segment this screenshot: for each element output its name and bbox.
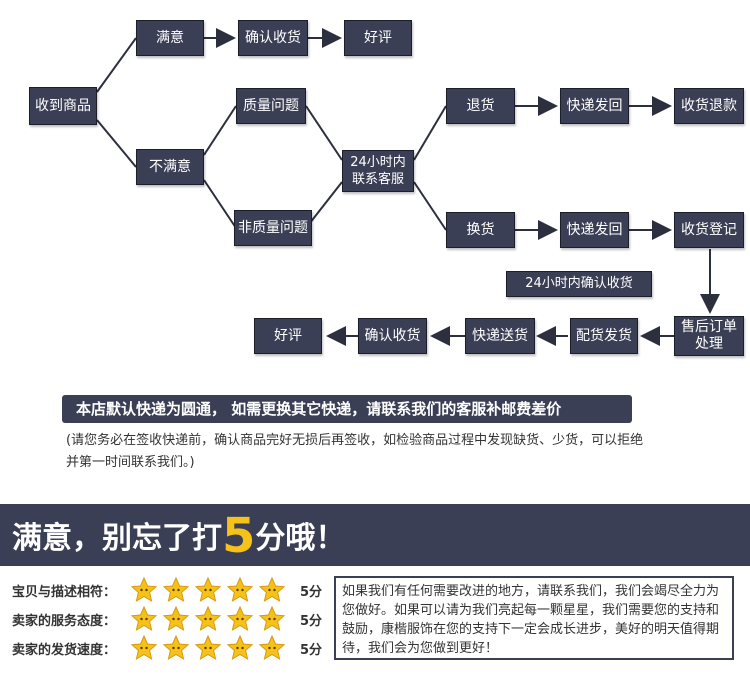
star-icon: [226, 634, 254, 661]
node-label: 收货登记: [681, 222, 737, 238]
node-label: 售后订单处理: [681, 319, 737, 352]
node-non-quality-issue: 非质量问题: [234, 210, 312, 246]
node-label: 收到商品: [35, 98, 91, 114]
headline-suffix: 分哦！: [255, 521, 346, 556]
star-icon: [162, 605, 190, 632]
rating-row-shipping: 卖家的发货速度： 5分: [12, 634, 323, 662]
star-icon: [258, 605, 286, 632]
rating-score: 5分: [300, 584, 323, 600]
node-label: 24小时内确认收货: [525, 276, 633, 291]
rating-headline: 满意，别忘了打5分哦！: [12, 508, 345, 564]
node-exchange: 换货: [446, 212, 515, 248]
node-after-sales: 售后订单处理: [674, 316, 744, 356]
node-label: 配货发货: [576, 328, 632, 344]
node-label: 确认收货: [245, 30, 301, 46]
rating-label: 宝贝与描述相符：: [12, 584, 117, 600]
node-express-back-1: 快递发回: [560, 88, 629, 124]
node-express-back-2: 快递发回: [560, 212, 629, 248]
node-label: 质量问题: [243, 98, 299, 114]
rating-row-description: 宝贝与描述相符： 5分: [12, 576, 323, 604]
rating-score: 5分: [300, 613, 323, 629]
node-contact-service: 24小时内联系客服: [342, 150, 414, 192]
node-label: 快递送货: [472, 328, 528, 344]
node-label: 退货: [466, 98, 495, 114]
rating-stars: [130, 605, 286, 633]
inspection-note: (请您务必在签收快递前，确认商品完好无损后再签收，如检验商品过程中发现缺货、少货…: [66, 433, 644, 470]
node-label: 好评: [274, 328, 302, 344]
star-icon: [130, 634, 158, 661]
node-confirm-24h: 24小时内确认收货: [506, 271, 652, 297]
node-good-review-bottom: 好评: [254, 318, 322, 354]
node-label: 满意: [156, 30, 184, 46]
node-satisfied: 满意: [136, 20, 204, 56]
rating-stars: [130, 634, 286, 662]
star-icon: [162, 576, 190, 603]
star-icon: [194, 605, 222, 632]
node-label: 非质量问题: [238, 220, 308, 236]
headline-prefix: 满意，别忘了打: [12, 521, 222, 556]
node-receive-register: 收货登记: [674, 212, 744, 248]
star-icon: [194, 576, 222, 603]
node-unsatisfied: 不满意: [136, 149, 204, 185]
rating-stars: [130, 576, 286, 604]
star-icon: [226, 605, 254, 632]
star-icon: [258, 634, 286, 661]
rating-score: 5分: [300, 642, 323, 658]
rating-row-service: 卖家的服务态度： 5分: [12, 605, 323, 633]
node-express-send: 快递送货: [465, 318, 535, 354]
star-icon: [162, 634, 190, 661]
node-label: 24小时内联系客服: [350, 155, 406, 187]
star-icon: [226, 576, 254, 603]
rating-band: [0, 504, 750, 566]
node-return: 退货: [446, 88, 515, 124]
rating-label: 卖家的服务态度：: [12, 613, 117, 629]
star-icon: [194, 634, 222, 661]
node-refund: 收货退款: [674, 88, 744, 124]
star-icon: [130, 605, 158, 632]
node-label: 确认收货: [364, 328, 421, 344]
thank-you-message: 如果我们有任何需要改进的地方，请联系我们，我们会竭尽全力为您做好。如果可以请为我…: [334, 576, 734, 660]
node-confirm-receipt-top: 确认收货: [238, 20, 308, 56]
shipping-notice-banner: 本店默认快递为圆通， 如需更换其它快递，请联系我们的客服补邮费差价: [62, 395, 632, 423]
rating-label: 卖家的发货速度：: [12, 642, 117, 658]
node-label: 快递发回: [566, 222, 623, 238]
node-label: 好评: [364, 30, 392, 46]
node-quality-issue: 质量问题: [236, 88, 306, 124]
node-label: 换货: [466, 222, 495, 238]
headline-number: 5: [222, 508, 256, 564]
node-good-review-top: 好评: [344, 20, 412, 56]
node-label: 快递发回: [566, 98, 623, 114]
node-label: 收货退款: [681, 98, 737, 114]
node-label: 不满意: [149, 159, 191, 175]
node-ship: 配货发货: [570, 318, 638, 354]
node-receive-goods: 收到商品: [29, 87, 97, 125]
star-icon: [258, 576, 286, 603]
node-confirm-receipt-bottom: 确认收货: [358, 318, 427, 354]
star-icon: [130, 576, 158, 603]
